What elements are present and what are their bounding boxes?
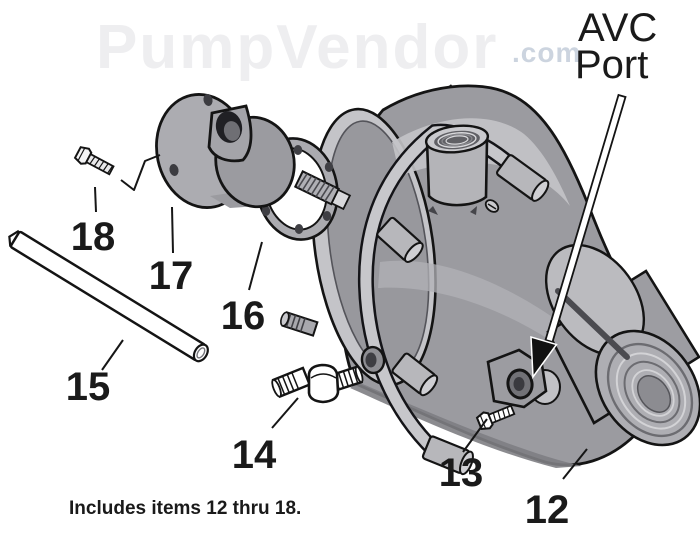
leader-13 bbox=[462, 418, 488, 453]
part-label-13: 13 bbox=[439, 451, 484, 495]
part-label-15: 15 bbox=[66, 365, 111, 409]
cone-streak bbox=[378, 260, 598, 368]
avc-port-arrow bbox=[530, 93, 627, 380]
avc-port-tab bbox=[486, 348, 561, 409]
stud-left-icon bbox=[280, 311, 319, 337]
band-lug-top bbox=[496, 154, 550, 202]
elbow-fitting bbox=[271, 363, 364, 404]
leader-16 bbox=[248, 241, 263, 291]
part-label-12: 12 bbox=[525, 488, 570, 532]
band-lug-lower bbox=[391, 352, 439, 397]
cone-shadow bbox=[350, 382, 582, 468]
flange-hole bbox=[169, 164, 179, 176]
pump-shaft bbox=[293, 170, 352, 211]
bolt18-locator-line bbox=[120, 154, 161, 191]
bolt-18 bbox=[73, 146, 115, 176]
leader-15 bbox=[101, 339, 124, 371]
part-label-17: 17 bbox=[149, 254, 194, 298]
tube bbox=[8, 229, 209, 363]
pump-body bbox=[280, 84, 700, 476]
watermark-text: PumpVendor bbox=[96, 13, 498, 82]
band-lug-bottom bbox=[421, 435, 474, 476]
top-port bbox=[424, 124, 500, 215]
leader-17 bbox=[171, 206, 174, 254]
flange-hole bbox=[203, 94, 213, 106]
boss-hole bbox=[365, 352, 377, 368]
gasket-hole bbox=[261, 206, 271, 216]
part-label-14: 14 bbox=[232, 433, 277, 477]
caption-text: Includes items 12 thru 18. bbox=[69, 498, 301, 519]
gasket-hole bbox=[322, 211, 332, 221]
avc-callout-line1: AVC bbox=[578, 6, 657, 50]
cone-slot bbox=[555, 288, 630, 360]
gasket-hole bbox=[293, 145, 303, 155]
part-label-18: 18 bbox=[71, 215, 116, 259]
part-label-16: 16 bbox=[221, 294, 266, 338]
leader-18 bbox=[94, 186, 97, 213]
band-lug-mid bbox=[376, 216, 424, 263]
gasket-hole bbox=[324, 162, 334, 172]
gasket-hole bbox=[294, 224, 304, 234]
seal-plate bbox=[155, 93, 296, 209]
leader-12 bbox=[562, 448, 588, 480]
avc-callout-line2: Port bbox=[575, 43, 648, 87]
watermark-suffix: .com bbox=[512, 37, 581, 68]
leader-14 bbox=[271, 397, 299, 429]
